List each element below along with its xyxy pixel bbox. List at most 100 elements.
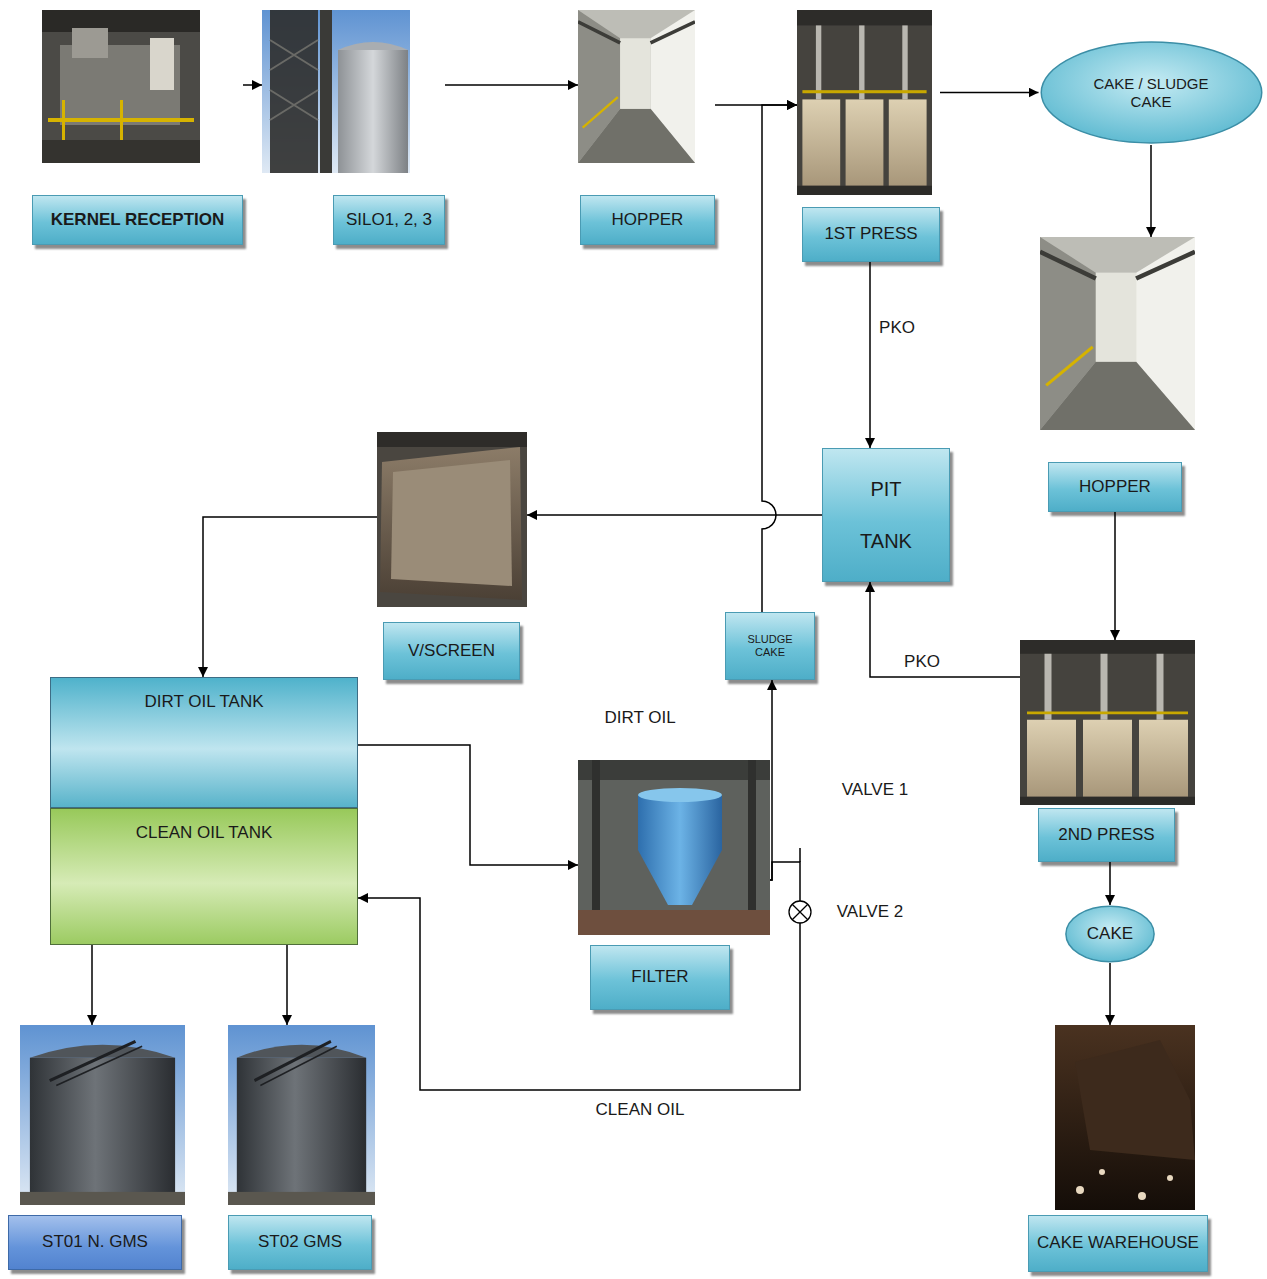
photo-light	[1167, 1175, 1173, 1181]
flow-arrow	[203, 517, 377, 677]
process-step: SILO1, 2, 3	[262, 10, 445, 245]
label-box: HOPPER	[1048, 462, 1182, 512]
tank-band: CLEAN OIL TANK	[50, 808, 358, 945]
process-step: HOPPER	[578, 10, 715, 245]
hopper-photo	[578, 10, 695, 163]
node-label: CLEAN OIL TANK	[136, 823, 273, 843]
flow-arrow	[1114, 512, 1116, 640]
node-label: DIRT OIL TANK	[144, 692, 263, 712]
tank-photo	[228, 1025, 375, 1205]
label-box: PIT TANK	[822, 448, 950, 582]
process-step: HOPPER	[1040, 237, 1195, 512]
flow-arrow	[358, 862, 800, 1090]
ellipse-shape: CAKE / SLUDGE CAKE	[1039, 40, 1264, 145]
photo-tower	[270, 10, 318, 173]
photo-filter-cone	[638, 795, 722, 905]
photo-light	[1138, 1192, 1146, 1200]
node-label: HOPPER	[612, 210, 684, 230]
photo-tray	[380, 447, 522, 600]
process-step: FILTER	[578, 760, 770, 1010]
flow-arrow	[527, 514, 822, 516]
photo-lattice	[270, 40, 318, 120]
flow-arrow	[770, 680, 772, 880]
photo-light	[1076, 1186, 1084, 1194]
flow-arrow	[762, 105, 797, 612]
process-step: 1ST PRESS	[797, 10, 940, 262]
process-step: CAKE WAREHOUSE	[1028, 1025, 1208, 1272]
output-ellipse: CAKE / SLUDGE CAKE	[1039, 40, 1264, 145]
flow-arrow	[869, 262, 871, 448]
node-label: 2ND PRESS	[1058, 825, 1154, 845]
valve-symbol	[799, 848, 801, 862]
node-label: FILTER	[631, 967, 688, 987]
output-box: SLUDGE CAKE	[725, 612, 815, 680]
warehouse-photo	[1055, 1025, 1195, 1210]
tank-band: DIRT OIL TANK	[50, 677, 358, 808]
photo-floor	[42, 140, 200, 163]
flow-arrow	[91, 945, 93, 1025]
ellipse-outline	[1066, 906, 1154, 962]
note-label: VALVE 1	[840, 780, 910, 800]
storage-tank: ST01 N. GMS	[8, 1025, 185, 1270]
hopper-photo	[1040, 237, 1195, 430]
edge-label: CLEAN OIL	[594, 1100, 687, 1120]
node-label: V/SCREEN	[408, 641, 495, 661]
node-label: HOPPER	[1079, 477, 1151, 497]
photo-sky	[262, 10, 410, 173]
tank-box: PIT TANK	[822, 448, 950, 582]
node-label: SILO1, 2, 3	[346, 210, 432, 230]
process-step: 2ND PRESS	[1020, 640, 1195, 862]
label-box: CAKE WAREHOUSE	[1028, 1215, 1208, 1272]
photo-beam	[377, 432, 527, 447]
storage-tank: ST02 GMS	[228, 1025, 375, 1270]
node-label: CAKE WAREHOUSE	[1037, 1233, 1199, 1253]
edge-label: PKO	[877, 318, 917, 338]
note-label: VALVE 2	[835, 902, 905, 922]
flow-arrow	[870, 582, 1020, 677]
photo-roof	[338, 42, 408, 50]
reception-photo	[42, 10, 200, 163]
ellipse-shape: CAKE	[1065, 905, 1155, 963]
photo-ground	[1055, 1025, 1195, 1210]
photo-ground	[377, 432, 527, 607]
filter-photo	[578, 760, 770, 935]
label-box: KERNEL RECEPTION	[32, 195, 243, 245]
photo-light	[1099, 1169, 1105, 1175]
photo-railing	[62, 100, 65, 140]
label-box: 2ND PRESS	[1038, 808, 1175, 862]
label-box: V/SCREEN	[383, 622, 520, 680]
note-label: DIRT OIL	[602, 708, 677, 728]
label-box: SLUDGE CAKE	[725, 612, 815, 680]
label-box: SILO1, 2, 3	[333, 195, 445, 245]
photo-sign	[150, 38, 174, 90]
photo-tower	[320, 10, 332, 173]
flow-arrow	[243, 84, 262, 86]
photo-beam	[578, 760, 770, 780]
node-label: 1ST PRESS	[824, 224, 917, 244]
photo-floor	[578, 910, 770, 935]
photo-ground	[578, 760, 770, 935]
node-label: CAKE / SLUDGE CAKE	[1076, 75, 1226, 111]
photo-railing	[120, 100, 123, 140]
valve-symbol	[789, 901, 811, 923]
process-step: V/SCREEN	[377, 432, 527, 680]
process-step: KERNEL RECEPTION	[32, 10, 243, 245]
press-photo	[1020, 640, 1195, 805]
flow-arrow	[358, 745, 578, 865]
photo-pile	[1075, 1040, 1195, 1160]
photo-mesh	[391, 460, 512, 586]
photo-column	[748, 760, 756, 920]
label-box: HOPPER	[580, 195, 715, 245]
press-photo	[797, 10, 932, 195]
edge-label: PKO	[902, 652, 942, 672]
ellipse-outline	[1041, 42, 1262, 143]
photo-silo	[338, 50, 408, 173]
photo-filter-top	[638, 788, 722, 802]
label-box: ST02 GMS	[228, 1215, 372, 1270]
flow-arrow	[1109, 862, 1111, 905]
label-box: 1ST PRESS	[802, 207, 940, 262]
photo-ground	[42, 10, 200, 163]
photo-machine	[72, 28, 108, 58]
